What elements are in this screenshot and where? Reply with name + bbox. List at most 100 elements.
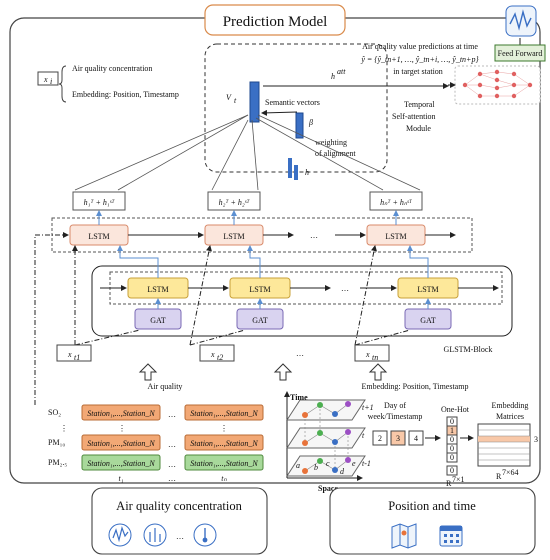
- legend-symbol: x: [43, 75, 48, 84]
- top-lstm-label-n: LSTM: [385, 232, 406, 241]
- day-value-3: 4: [414, 434, 418, 443]
- t1-label: t₁: [118, 474, 123, 483]
- h-out-sup: att: [337, 67, 346, 76]
- air-quality-label: Air quality: [148, 382, 183, 391]
- emb-value: 3: [534, 435, 538, 444]
- v-sub: t: [234, 96, 237, 105]
- semantic-vector-bar: [249, 81, 260, 123]
- prediction-formula: ŷ = {ŷ_tn+1, …, ŷ_tn+i, …, ŷ_tn+p}: [360, 55, 479, 64]
- position-time-panel: [329, 487, 536, 555]
- node-a: a: [296, 461, 300, 470]
- x-input-boxes: [56, 344, 390, 362]
- legend-symbol-sub: i: [50, 77, 52, 86]
- top-lstm-label-2: LSTM: [223, 232, 244, 241]
- gat-label-n: GAT: [420, 316, 436, 325]
- h-label-1: h₁ᵀ + h₁ˢᵀ: [84, 198, 116, 207]
- station-vdots-2: ⋮: [220, 424, 228, 433]
- gat-label-1: GAT: [150, 316, 166, 325]
- day-value-boxes: [372, 430, 424, 446]
- station-pm10-tn: Station₁,...,Station_N: [190, 439, 258, 448]
- t-ellipsis: …: [168, 474, 176, 483]
- x-label-n: x: [365, 350, 370, 359]
- node-e: e: [352, 459, 356, 468]
- node-d: d: [340, 467, 345, 476]
- x-label-2: x: [210, 350, 215, 359]
- onehot-v6: 0: [450, 466, 454, 475]
- legend-line1: Air quality concentration: [72, 64, 152, 73]
- spatiotemporal-graph: [284, 391, 366, 481]
- station-ellipsis-1: …: [168, 410, 176, 419]
- week-timestamp-label: week/Timestamp: [368, 412, 423, 421]
- station-so2-tn: Station₁,...,Station_N: [190, 409, 258, 418]
- gat-cells: [134, 308, 452, 330]
- mid-lstm-label-1: LSTM: [147, 285, 168, 294]
- air-quality-panel: [91, 487, 268, 555]
- station-vdots-1: ⋮: [118, 424, 126, 433]
- r7-sup: 7×1: [452, 475, 465, 484]
- beta-to-v-arrow: [261, 109, 298, 116]
- node-c: c: [326, 459, 330, 468]
- x-sub-n: tn: [372, 353, 378, 362]
- node-b: b: [314, 463, 318, 472]
- thermometer-icon: [193, 523, 217, 547]
- h-label-2: h₂ᵀ + h₂ˢᵀ: [219, 198, 251, 207]
- gat-to-lstm-arrows: [155, 298, 431, 309]
- h-tilde-bars: [288, 158, 298, 180]
- air-quality-panel-title: Air quality concentration: [116, 499, 242, 513]
- module-line3: Module: [406, 124, 431, 133]
- station-so2-t1: Station₁,...,Station_N: [87, 409, 155, 418]
- legend-symbol-box: [37, 71, 59, 86]
- beta-label: β: [308, 118, 313, 127]
- embedding-matrix: [477, 423, 531, 467]
- station-pm10-t1: Station₁,...,Station_N: [87, 439, 155, 448]
- glstm-block-label: GLSTM-Block: [444, 345, 493, 354]
- wind-wave-icon: [108, 523, 132, 547]
- glstm-block: [91, 265, 513, 337]
- day-value-1: 2: [378, 434, 382, 443]
- layer-t-minus-1: t-1: [362, 459, 371, 468]
- beta-bar: [295, 112, 304, 139]
- one-hot-label: One-Hot: [441, 405, 470, 414]
- top-lstm-up-arrows: [96, 210, 399, 225]
- x-sub-1: t1: [74, 353, 80, 362]
- air-quality-icons: [108, 523, 217, 547]
- prediction-line1: Air quality value predictions at time: [362, 42, 478, 51]
- v-label: V: [226, 93, 232, 102]
- x-ellipsis: …: [296, 349, 304, 358]
- mid-ellipsis: …: [341, 284, 349, 293]
- weighting-label: weighting: [315, 138, 347, 147]
- day-value-2: 3: [396, 434, 400, 443]
- position-time-title: Position and time: [388, 499, 476, 513]
- gat-label-2: GAT: [252, 316, 268, 325]
- mid-lstm-cells: [127, 277, 459, 299]
- top-ellipsis: …: [310, 231, 318, 240]
- onehot-v5: 0: [450, 453, 454, 462]
- pollutant-pm25: PM₂.₅: [48, 458, 67, 467]
- map-icon: [391, 523, 417, 549]
- top-lstm-label-1: LSTM: [88, 232, 109, 241]
- attention-input-lines: [74, 114, 421, 191]
- time-axis-label: Time: [290, 393, 308, 402]
- module-line2: Self-attention: [392, 112, 436, 121]
- module-line1: Temporal: [404, 100, 435, 109]
- alignment-label: of alignment: [315, 149, 356, 158]
- day-of-label: Day of: [384, 401, 406, 410]
- h-out-label: h: [331, 72, 335, 81]
- station-ellipsis-3: …: [168, 460, 176, 469]
- input-dashdot-lines: [34, 232, 411, 405]
- mid-to-top-arrows: [117, 245, 429, 278]
- attention-module-box: [204, 43, 388, 173]
- factory-smoke-icon: [143, 523, 167, 547]
- onehot-v2: 1: [450, 426, 454, 435]
- mid-lstm-label-n: LSTM: [417, 285, 438, 294]
- r764-sup: 7×64: [502, 468, 519, 477]
- feed-forward-label: Feed Forward: [498, 49, 543, 58]
- calendar-icon: [439, 525, 463, 547]
- station-boxes: [81, 404, 264, 471]
- embedding-note: Embedding: Position, Timestamp: [362, 382, 469, 391]
- neural-network-icon: [505, 5, 537, 37]
- embedding-matrices-line2: Matrices: [496, 412, 524, 421]
- page-title: Prediction Model: [223, 14, 328, 30]
- station-ellipsis-2: …: [168, 440, 176, 449]
